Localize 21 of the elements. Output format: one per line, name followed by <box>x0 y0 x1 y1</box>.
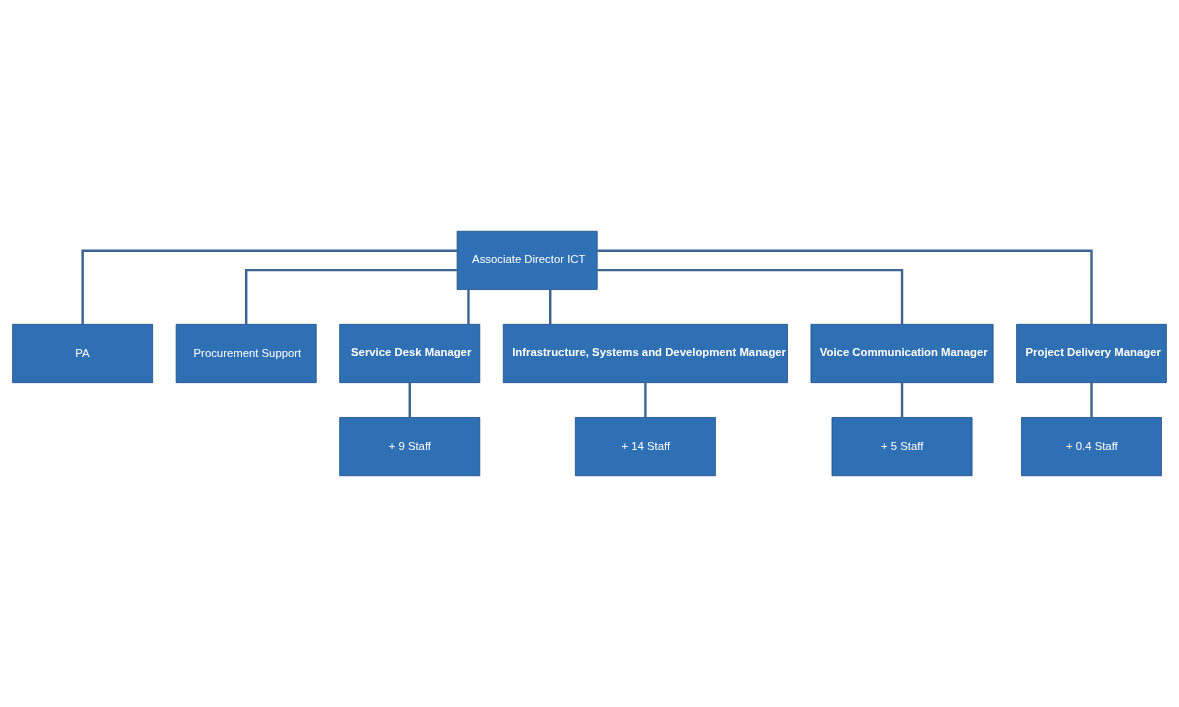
node-box: Procurement Support <box>175 323 317 384</box>
connector <box>900 382 904 418</box>
connector <box>1090 382 1093 418</box>
node-box: Associate Director ICT <box>456 230 598 290</box>
node-box: + 14 Staff <box>574 417 716 477</box>
node-box: PA <box>12 323 154 384</box>
node-box: + 5 Staff <box>831 417 973 477</box>
connector <box>245 268 457 325</box>
node-box: Project Delivery Manager <box>1016 323 1167 384</box>
node-box: Voice Communication Manager <box>810 323 994 384</box>
connector <box>467 289 470 325</box>
connector <box>597 249 1093 325</box>
connector <box>408 382 411 418</box>
connector <box>549 289 552 325</box>
node-box: Infrastructure, Systems and Development Manager <box>502 323 788 384</box>
connector <box>597 268 904 325</box>
connector <box>81 249 457 325</box>
node-box: + 0.4 Staff <box>1021 417 1162 477</box>
node-box: Service Desk Manager <box>339 323 481 384</box>
connector <box>644 382 647 418</box>
node-box: + 9 Staff <box>339 417 481 477</box>
